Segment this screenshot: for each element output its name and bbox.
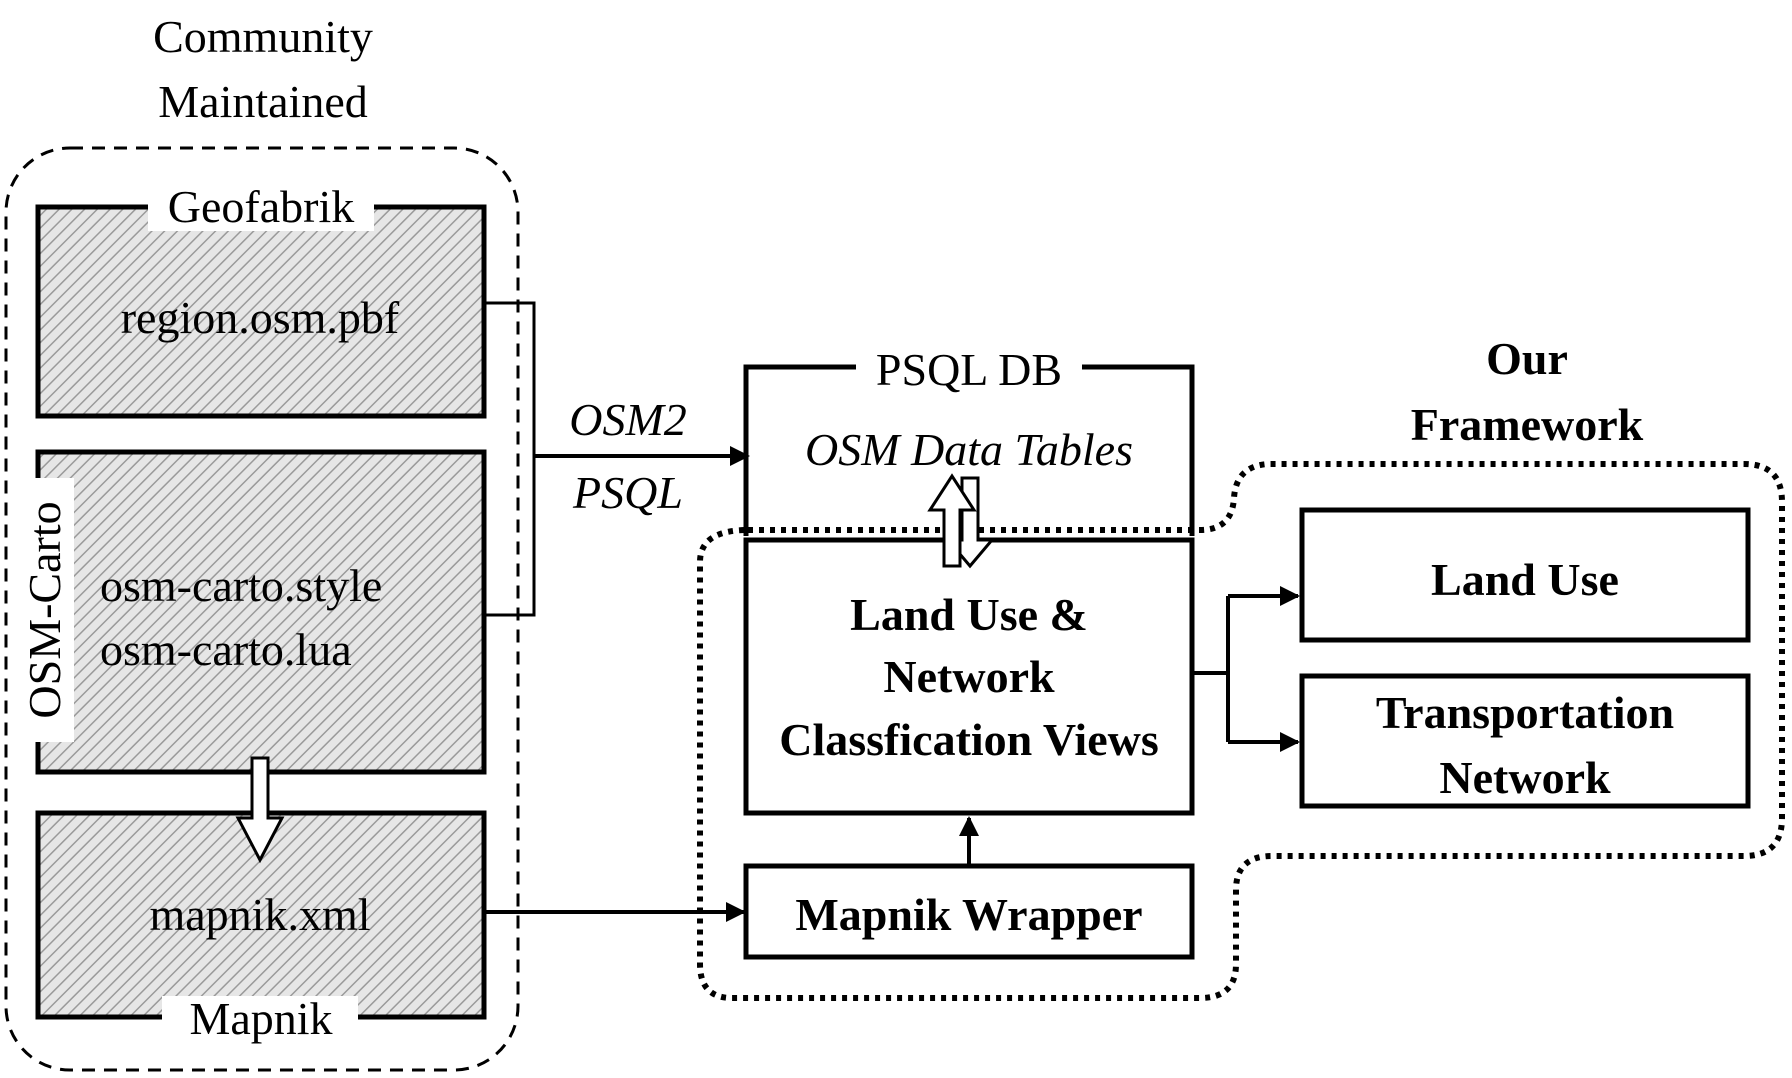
geofabrik-box: Geofabrik region.osm.pbf — [35, 181, 487, 419]
views-to-tables-arrow — [927, 473, 977, 568]
mapnik-label: Mapnik — [189, 993, 332, 1044]
community-heading-line1: Community — [153, 11, 373, 62]
our-framework-group: Our Framework — [697, 333, 1785, 1001]
carto-to-mapnik-arrow — [235, 756, 285, 864]
mapnik-wrapper-box: Mapnik Wrapper — [743, 863, 1195, 960]
classification-views-box: Land Use & Network Classfication Views — [743, 537, 1195, 816]
views-to-outputs-connector — [1192, 586, 1300, 752]
views-label-line3: Classfication Views — [779, 714, 1159, 765]
mapnik-box: Mapnik mapnik.xml — [35, 810, 487, 1044]
community-heading-line2: Maintained — [158, 76, 368, 127]
geofabrik-label: Geofabrik — [168, 181, 354, 232]
views-label-line2: Network — [883, 651, 1055, 702]
osm-carto-label-bg — [18, 478, 74, 742]
osm-carto-file-lua: osm-carto.lua — [100, 624, 352, 675]
osm-carto-label: OSM-Carto — [19, 501, 70, 718]
framework-heading-line2: Framework — [1411, 399, 1644, 450]
osm-carto-file-style: osm-carto.style — [100, 560, 382, 611]
geofabrik-label-bg — [148, 185, 374, 231]
osm2psql-label-line1: OSM2 — [569, 394, 687, 445]
psql-db-box: PSQL DB OSM Data Tables — [743, 344, 1195, 536]
psql-label-bg — [856, 344, 1082, 390]
views-label-line1: Land Use & — [850, 589, 1088, 640]
framework-heading-line1: Our — [1486, 333, 1568, 384]
geofabrik-file: region.osm.pbf — [121, 292, 400, 343]
transportation-label-line1: Transportation — [1376, 687, 1674, 738]
osm-carto-box: OSM-Carto osm-carto.style osm-carto.lua — [18, 449, 487, 775]
osm-data-tables-label: OSM Data Tables — [805, 424, 1133, 475]
osm2psql-connector: OSM2 PSQL — [484, 301, 750, 617]
mapnik-label-bg — [162, 996, 358, 1042]
psql-db-label: PSQL DB — [876, 344, 1062, 395]
osm2psql-label-line2: PSQL — [572, 467, 683, 518]
mapnik-wrapper-label: Mapnik Wrapper — [795, 889, 1142, 940]
land-use-output-label: Land Use — [1431, 554, 1619, 605]
community-maintained-group: Community Maintained Geofabrik region.os… — [4, 11, 520, 1072]
land-use-output-box: Land Use — [1299, 507, 1751, 643]
osm2psql-bracket — [484, 301, 536, 617]
community-dashed-border — [4, 146, 520, 1072]
mapnik-file: mapnik.xml — [149, 889, 370, 940]
transportation-label-line2: Network — [1439, 752, 1611, 803]
transportation-network-output-box: Transportation Network — [1299, 673, 1751, 809]
